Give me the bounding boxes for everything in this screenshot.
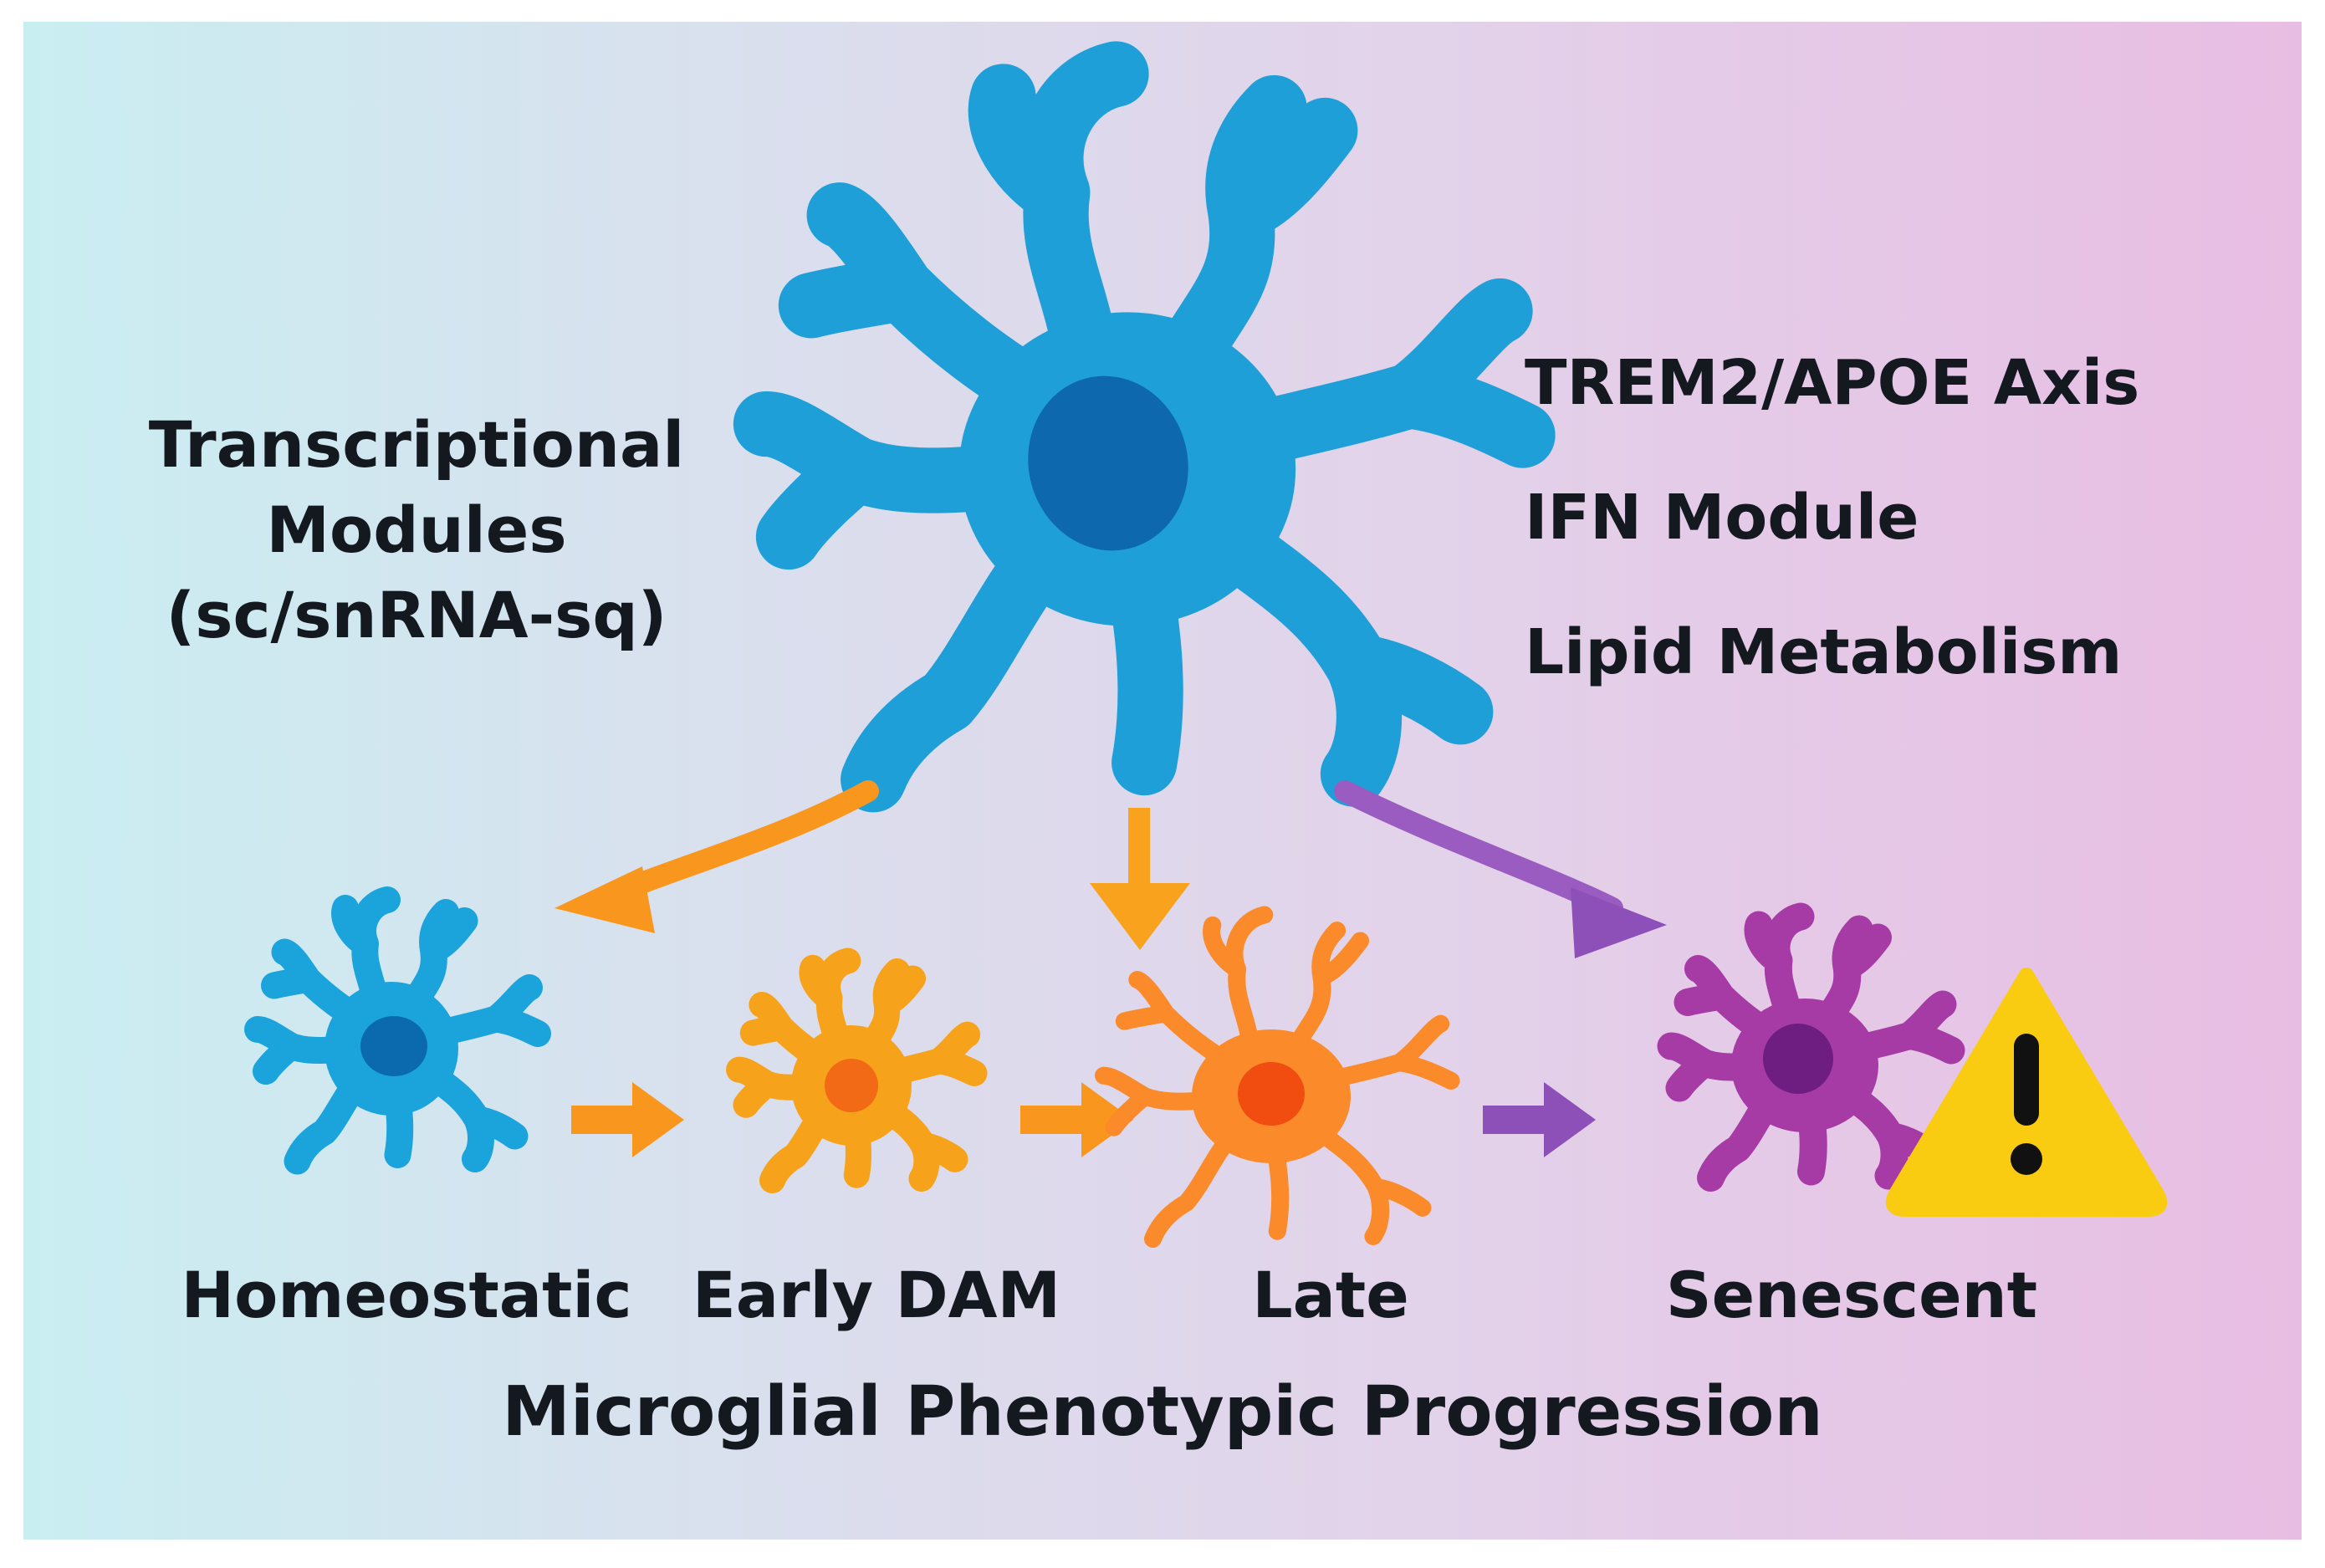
homeostatic-nucleus: [360, 1016, 427, 1076]
module-ifn: IFN Module: [1525, 482, 1919, 554]
diagram-art: [23, 22, 2168, 1540]
progression-arrow-3-head: [1544, 1082, 1596, 1157]
warning-icon: [1885, 968, 2168, 1217]
arrow-head-homeostatic: [554, 866, 655, 933]
module-lipid-metabolism: Lipid Metabolism: [1525, 616, 2123, 688]
senescent-nucleus: [1763, 1024, 1833, 1094]
stage-label-early-dam: Early DAM: [692, 1258, 1061, 1332]
arrow-head-senescent: [1571, 887, 1667, 958]
module-trem2-apoe: TREM2/APOE Axis: [1525, 347, 2140, 419]
stage-label-late: Late: [1252, 1258, 1409, 1332]
transcriptional-modules-title: Transcriptional Modules (sc/snRNA-sq): [141, 402, 692, 658]
module-list: TREM2/APOE Axis IFN Module Lipid Metabol…: [1525, 352, 2139, 756]
progression-arrow-2-shaft: [1020, 1106, 1083, 1134]
progression-arrow-1-shaft: [571, 1106, 634, 1134]
progression-arrow-2-head: [1081, 1082, 1133, 1157]
early-dam-nucleus: [825, 1059, 878, 1112]
arrow-head-late: [1090, 883, 1190, 950]
modules-title-line-2: Modules: [266, 493, 567, 567]
late-nucleus: [1238, 1062, 1305, 1126]
stage-label-homeostatic: Homeostatic: [181, 1258, 632, 1332]
progression-arrow-1-head: [632, 1082, 684, 1157]
central-microglia-nucleus: [1028, 375, 1188, 551]
stage-label-senescent: Senescent: [1665, 1258, 2038, 1332]
modules-title-line-1: Transcriptional: [148, 407, 685, 482]
progression-arrow-3-shaft: [1483, 1106, 1546, 1134]
modules-title-line-3: (sc/snRNA-sq): [166, 578, 667, 652]
diagram-panel: Transcriptional Modules (sc/snRNA-sq) TR…: [23, 22, 2302, 1540]
footer-title: Microglial Phenotypic Progression: [502, 1372, 1823, 1452]
